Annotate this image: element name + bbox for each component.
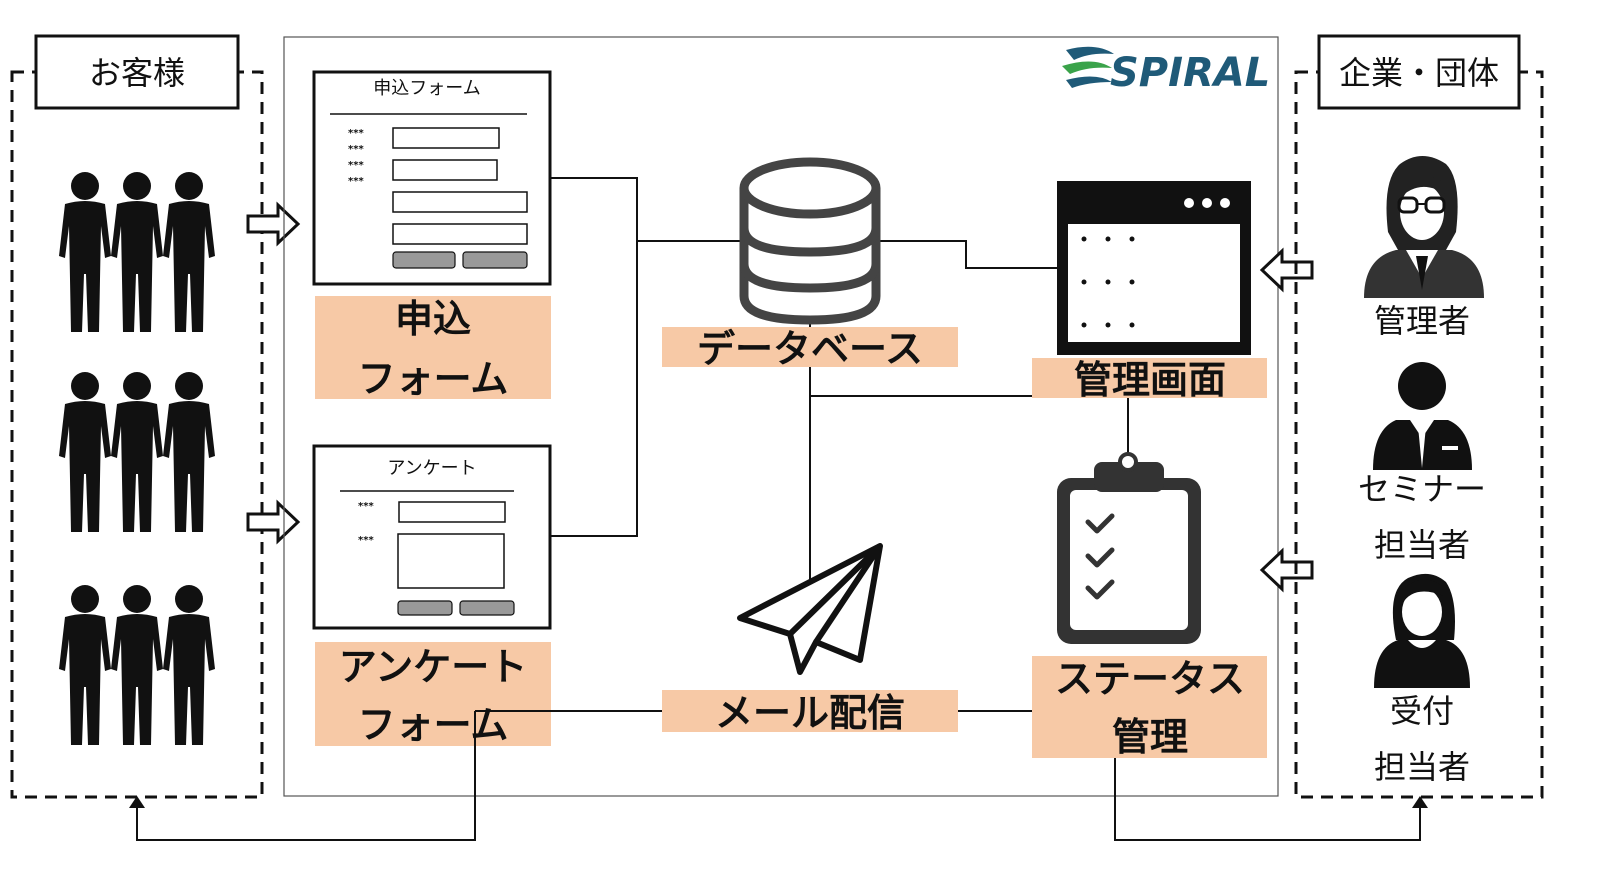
reception-staff-label-line1: 受付 xyxy=(1390,692,1454,730)
application-form-header: 申込フォーム xyxy=(373,78,480,99)
reception-staff-icon xyxy=(1374,573,1470,688)
arrow-right-icon xyxy=(246,501,300,543)
application-form-label-line2: フォーム xyxy=(358,357,509,401)
form-input xyxy=(398,501,506,523)
customer-group-icon xyxy=(59,172,215,332)
field-label: *** xyxy=(358,501,374,512)
form-input xyxy=(392,191,528,213)
survey-form-label-line1: アンケート xyxy=(339,645,527,689)
arrow-left-icon xyxy=(1260,549,1314,591)
admin-staff-label: 管理者 xyxy=(1374,302,1470,340)
clipboard-icon xyxy=(1057,452,1201,644)
application-form-mockup: 申込フォーム *** *** *** *** xyxy=(312,70,552,286)
form-input xyxy=(392,127,500,149)
admin-window-icon xyxy=(1057,181,1251,355)
database-label-text: データベース xyxy=(697,327,923,371)
form-textarea xyxy=(397,533,505,589)
status-label-line2: 管理 xyxy=(1112,715,1188,759)
survey-form-mockup: アンケート *** *** xyxy=(312,444,552,630)
admin-screen-label: 管理画面 xyxy=(1032,358,1267,402)
mail-label-text: メール配信 xyxy=(715,691,905,735)
application-form-label-line1: 申込 xyxy=(395,297,471,341)
form-button xyxy=(397,600,453,616)
database-icon xyxy=(739,157,881,325)
connector-lines xyxy=(136,177,1421,841)
admin-screen-label-text: 管理画面 xyxy=(1074,358,1226,402)
status-management-label: ステータス 管理 xyxy=(1032,656,1267,759)
survey-form-label: アンケート フォーム xyxy=(315,642,551,747)
arrowhead-icon xyxy=(1412,796,1428,808)
spiral-swirl-icon xyxy=(1062,46,1114,88)
form-input xyxy=(392,223,528,245)
survey-form-header: アンケート xyxy=(387,458,476,479)
application-form-label: 申込 フォーム xyxy=(315,296,551,401)
database-label: データベース xyxy=(662,327,958,371)
form-button xyxy=(459,600,515,616)
spiral-system-box xyxy=(283,36,1279,797)
field-label: *** xyxy=(348,144,364,155)
companies-title: 企業・団体 xyxy=(1339,54,1499,92)
paper-plane-icon xyxy=(737,543,883,675)
reception-staff-label-line2: 担当者 xyxy=(1374,748,1470,786)
companies-panel: 企業・団体 管理者 セミナー 担当者 xyxy=(1294,34,1544,799)
field-label: *** xyxy=(358,535,374,546)
arrow-right-icon xyxy=(246,203,300,245)
arrow-left-icon xyxy=(1260,249,1314,291)
customers-title: お客様 xyxy=(89,54,185,92)
mail-label: メール配信 xyxy=(662,690,958,735)
field-label: *** xyxy=(348,176,364,187)
field-label: *** xyxy=(348,128,364,139)
survey-form-label-line2: フォーム xyxy=(358,703,509,747)
customers-panel: お客様 xyxy=(10,34,264,799)
spiral-logo-text: SPIRAL xyxy=(1110,50,1270,96)
form-button xyxy=(462,251,528,269)
admin-person-icon xyxy=(1364,156,1484,298)
status-label-line1: ステータス xyxy=(1055,657,1245,701)
seminar-staff-label-line1: セミナー xyxy=(1358,470,1486,508)
seminar-staff-label-line2: 担当者 xyxy=(1374,526,1470,564)
field-label: *** xyxy=(348,160,364,171)
form-input xyxy=(392,159,498,181)
seminar-staff-icon xyxy=(1373,362,1472,470)
spiral-logo: SPIRAL xyxy=(1062,46,1270,96)
customer-group-icon xyxy=(59,372,215,532)
form-button xyxy=(392,251,456,269)
arrowhead-icon xyxy=(129,796,145,808)
customer-group-icon xyxy=(59,585,215,745)
